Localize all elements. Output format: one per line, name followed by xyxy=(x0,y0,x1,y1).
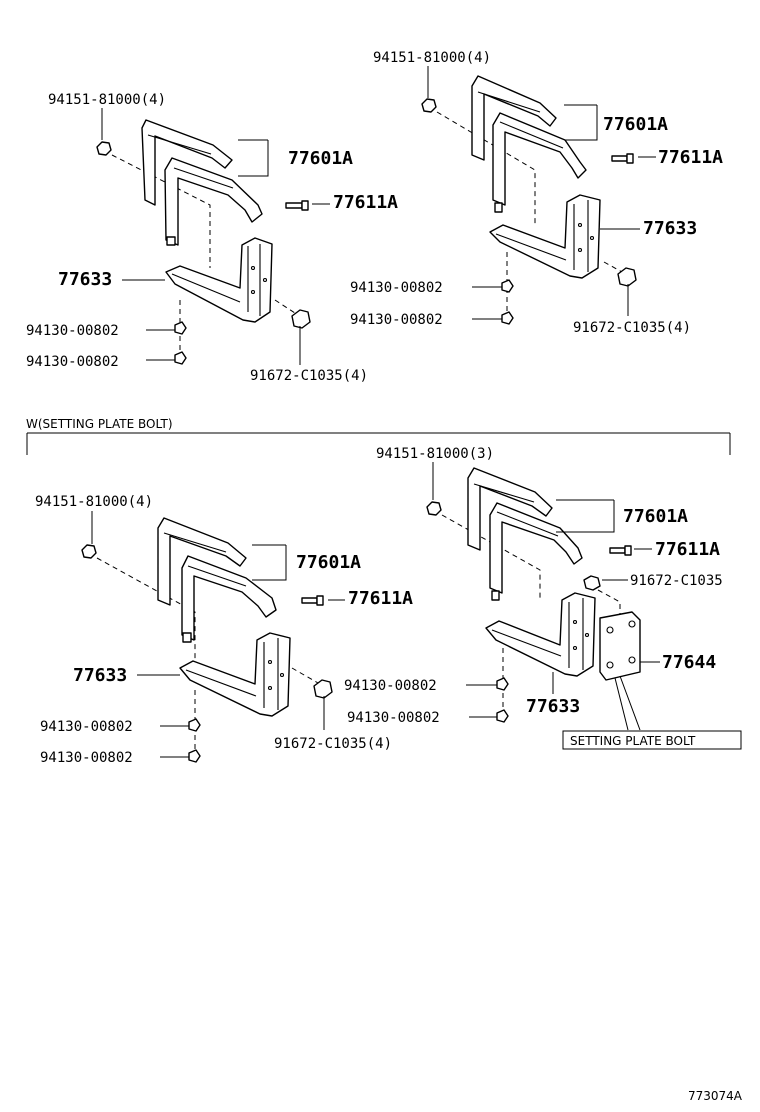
setting-plate-bolt-label: SETTING PLATE BOLT xyxy=(570,734,696,748)
nut-b-top-left xyxy=(174,351,187,365)
label-top-right-nut-a: 94130-00802 xyxy=(350,280,443,296)
label-bottom-right-bolt-top: 94151-81000(3) xyxy=(376,446,494,462)
pin-bottom-left xyxy=(301,597,318,604)
label-bottom-left-pin: 77611A xyxy=(348,588,413,609)
label-bottom-right-bracket: 77633 xyxy=(526,696,580,717)
label-bottom-left-bolt-bottom: 91672-C1035(4) xyxy=(274,736,392,752)
nut-a-bottom-left xyxy=(188,718,201,732)
label-top-left-bolt-top: 94151-81000(4) xyxy=(48,92,166,108)
bolt-side-bottom-right xyxy=(583,575,601,591)
label-bottom-left-strap: 77601A xyxy=(296,552,361,573)
label-top-right-nut-b: 94130-00802 xyxy=(350,312,443,328)
bolt-bottom-top-right xyxy=(617,267,637,287)
setting-plate-bolt-box xyxy=(562,730,742,750)
label-top-left-nut-a: 94130-00802 xyxy=(26,323,119,339)
bolt-nut-bottom-left xyxy=(81,544,97,559)
label-bottom-right-strap: 77601A xyxy=(623,506,688,527)
label-top-right-bracket: 77633 xyxy=(643,218,697,239)
label-bottom-left-nut-b: 94130-00802 xyxy=(40,750,133,766)
strap-back-top-right xyxy=(471,75,557,161)
strap-front-bottom-left xyxy=(181,555,277,641)
bolt-bottom-bottom-left xyxy=(313,679,333,699)
label-top-left-bolt-bottom: 91672-C1035(4) xyxy=(250,368,368,384)
section-bracket xyxy=(26,432,731,455)
nut-a-bottom-right xyxy=(496,677,509,691)
label-top-right-bolt-bottom: 91672-C1035(4) xyxy=(573,320,691,336)
bracket-bottom-right xyxy=(485,592,596,677)
assembly-top-right xyxy=(421,66,656,325)
label-bottom-right-nut-b: 94130-00802 xyxy=(347,710,440,726)
strap-front-bottom-right xyxy=(489,502,583,594)
label-top-left-nut-b: 94130-00802 xyxy=(26,354,119,370)
assembly-bottom-right xyxy=(426,462,742,750)
bracket-top-right xyxy=(489,194,601,279)
strap-front-top-right xyxy=(492,112,587,206)
nut-b-top-right xyxy=(501,311,514,325)
bolt-nut-bottom-right xyxy=(426,501,442,516)
nut-b-bottom-left xyxy=(188,749,201,763)
bolt-bottom-top-left xyxy=(291,309,311,329)
pin-top-left xyxy=(285,202,303,209)
pin-top-right xyxy=(611,155,628,162)
label-top-left-strap: 77601A xyxy=(288,148,353,169)
label-top-left-bracket: 77633 xyxy=(58,269,112,290)
pin-bottom-right xyxy=(609,547,626,554)
nut-b-bottom-right xyxy=(496,709,509,723)
section-label: W(SETTING PLATE BOLT) xyxy=(26,417,173,431)
bolt-nut-top-left xyxy=(96,141,112,156)
label-top-left-pin: 77611A xyxy=(333,192,398,213)
assembly-top-left xyxy=(96,108,330,365)
plate-bottom-right xyxy=(599,611,641,681)
label-bottom-right-pin: 77611A xyxy=(655,539,720,560)
label-top-right-pin: 77611A xyxy=(658,147,723,168)
bolt-nut-top-right xyxy=(421,98,437,113)
label-top-right-strap: 77601A xyxy=(603,114,668,135)
label-bottom-left-nut-a: 94130-00802 xyxy=(40,719,133,735)
strap-back-top-left xyxy=(141,119,233,206)
label-top-right-bolt-top: 94151-81000(4) xyxy=(373,50,491,66)
label-bottom-right-plate: 77644 xyxy=(662,652,716,673)
label-bottom-right-nut-a: 94130-00802 xyxy=(344,678,437,694)
strap-back-bottom-left xyxy=(157,517,247,606)
nut-a-top-left xyxy=(174,321,187,335)
label-bottom-left-bolt-top: 94151-81000(4) xyxy=(35,494,153,510)
label-bottom-left-bracket: 77633 xyxy=(73,665,127,686)
diagram-code: 773074A xyxy=(688,1089,743,1103)
bracket-bottom-left xyxy=(179,632,291,717)
strap-front-top-left xyxy=(164,157,263,246)
bracket-top-left xyxy=(165,237,273,323)
assembly-bottom-left xyxy=(81,511,345,763)
label-bottom-right-bolt-side: 91672-C1035 xyxy=(630,573,723,589)
nut-a-top-right xyxy=(501,279,514,293)
